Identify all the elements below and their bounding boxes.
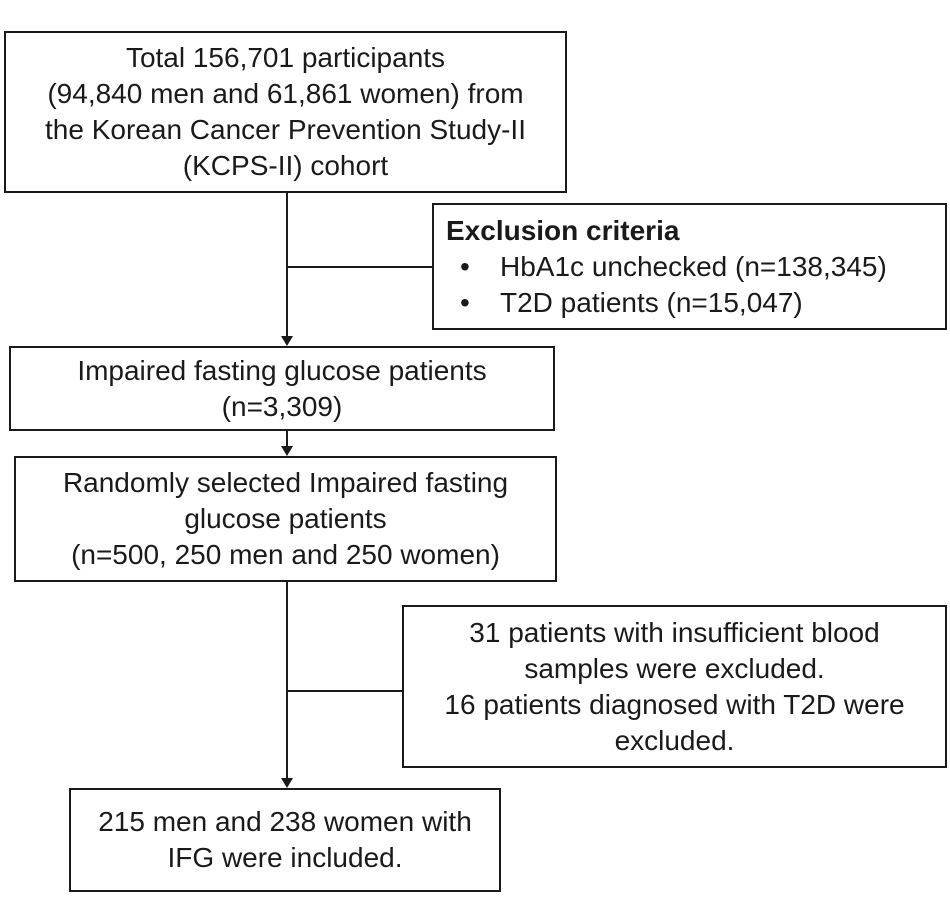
exclusion-criteria-box: Exclusion criteria HbA1c unchecked (n=13… <box>432 203 947 330</box>
excluded-patients-box: 31 patients with insufficient blood samp… <box>402 605 947 768</box>
total-line-2: (94,840 men and 61,861 women) from <box>47 78 524 109</box>
random-line-2: glucose patients <box>184 503 387 534</box>
random-line-1: Randomly selected Impaired fasting <box>62 467 509 498</box>
total-line-4: (KCPS-II) cohort <box>182 150 389 181</box>
ifg-patients-box: Impaired fasting glucose patients (n=3,3… <box>9 346 555 431</box>
exclusion-item-t2d: T2D patients (n=15,047) <box>446 285 803 321</box>
final-line-1: 215 men and 238 women with <box>98 806 472 837</box>
random-line-3: (n=500, 250 men and 250 women) <box>71 539 500 570</box>
total-line-1: Total 156,701 participants <box>125 42 446 73</box>
excluded-line-3: 16 patients diagnosed with T2D were <box>444 688 905 720</box>
final-included-box: 215 men and 238 women with IFG were incl… <box>69 788 501 892</box>
ifg-line-2: (n=3,309) <box>221 390 343 422</box>
total-participants-box: Total 156,701 participants (94,840 men a… <box>4 31 567 193</box>
final-line-2: IFG were included. <box>167 842 403 873</box>
excluded-line-2: samples were excluded. <box>524 652 825 684</box>
excluded-line-1: 31 patients with insufficient blood <box>469 616 880 648</box>
ifg-line-1: Impaired fasting glucose patients <box>77 354 487 386</box>
arrowhead-3 <box>281 778 293 788</box>
excluded-line-4: excluded. <box>614 724 735 756</box>
arrowhead-1 <box>281 336 293 346</box>
random-selection-box: Randomly selected Impaired fasting gluco… <box>14 456 557 582</box>
arrowhead-2 <box>281 446 293 456</box>
total-line-3: the Korean Cancer Prevention Study-II <box>45 114 526 145</box>
exclusion-item-hba1c: HbA1c unchecked (n=138,345) <box>446 249 887 285</box>
exclusion-title: Exclusion criteria <box>446 215 680 246</box>
